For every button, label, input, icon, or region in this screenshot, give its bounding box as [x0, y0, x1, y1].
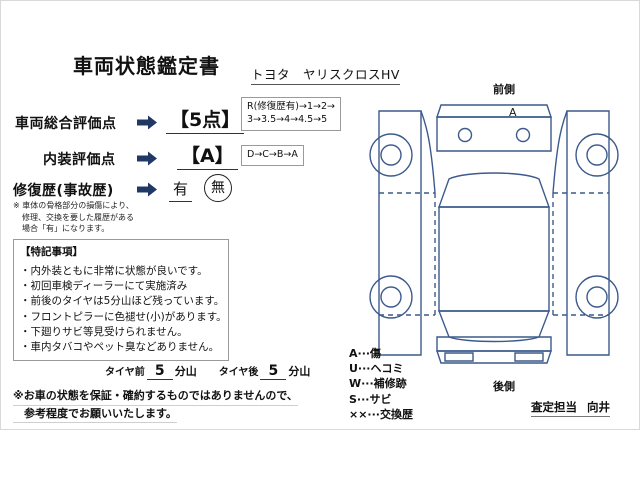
- tire-front-label: タイヤ前: [105, 367, 145, 378]
- total-score-scale-line2: 3→3.5→4→4.5→5: [247, 113, 328, 125]
- repair-footnote-line2: 修理、交換を要した履歴がある: [22, 212, 134, 222]
- repair-footnote-line3: 場合「有」になります。: [22, 224, 110, 234]
- special-notes-list: ・内外装ともに非常に状態が良いです。 ・初回車検ディーラーにて実施済み ・前後の…: [20, 264, 227, 355]
- assessment-details-column: 車両状態鑑定書 トヨタ ヤリスクロスHV 車両総合評価点 【5点】 R(修復歴有…: [1, 1, 400, 431]
- list-item: ・前後のタイヤは5分山ほど残っています。: [20, 295, 225, 308]
- tire-rear-unit: 分山: [288, 365, 311, 378]
- repair-footnote-line1: ※ 車体の骨格部分の損傷により、: [13, 201, 134, 210]
- right-arrow-icon: [137, 182, 157, 197]
- repair-history-label: 修復歴(事故歴): [13, 183, 114, 199]
- damage-mark-a: A: [509, 106, 517, 119]
- list-item: ・内外装ともに非常に状態が良いです。: [20, 265, 208, 277]
- legend-item: U···ヘコミ: [349, 362, 404, 376]
- total-score-scale-line1: R(修復歴有)→1→2→: [247, 101, 335, 112]
- tire-rear-value: 5: [260, 363, 287, 380]
- tire-front-unit: 分山: [174, 365, 197, 378]
- inspection-certificate-sheet: 車両状態鑑定書 トヨタ ヤリスクロスHV 車両総合評価点 【5点】 R(修復歴有…: [0, 0, 640, 430]
- car-diagram-column: 前側: [341, 1, 640, 431]
- legend-item: A···傷: [349, 347, 382, 360]
- interior-score-scale-line1: D→C→B→A: [247, 149, 298, 160]
- assessor-signature: 査定担当向井: [531, 399, 610, 417]
- disclaimer: ※お車の状態を保証・確約するものではありませんので、 参考程度でお願いいたします…: [13, 388, 341, 423]
- repair-history-option-no-selected: 無: [204, 174, 232, 202]
- car-body-diagram: [369, 104, 619, 364]
- assessor-label: 査定担当: [531, 400, 577, 414]
- repair-history-footnote: ※ 車体の骨格部分の損傷により、 修理、交換を要した履歴がある 場合「有」になり…: [13, 200, 228, 235]
- interior-score-label: 内装評価点: [43, 152, 116, 168]
- list-item: ・下廻りサビ等見受けられません。: [20, 325, 188, 338]
- right-arrow-icon: [137, 151, 157, 166]
- disclaimer-line1: ※お車の状態を保証・確約するものではありませんので、: [13, 388, 298, 406]
- legend-item: W···補修跡: [349, 377, 407, 391]
- total-score-label: 車両総合評価点: [15, 116, 117, 132]
- list-item: ・初回車検ディーラーにて実施済み: [20, 280, 188, 293]
- diagram-rear-label: 後側: [493, 380, 515, 393]
- total-score-value: 【5点】: [166, 105, 245, 134]
- special-notes-heading: 【特記事項】: [20, 246, 83, 258]
- vehicle-name: トヨタ ヤリスクロスHV: [251, 64, 400, 85]
- diagram-front-label: 前側: [493, 83, 515, 96]
- list-item: ・フロントピラーに色褪せ(小)があります。: [20, 310, 227, 323]
- tire-front-value: 5: [146, 363, 173, 380]
- interior-score-scale: D→C→B→A: [241, 145, 304, 166]
- page-title: 車両状態鑑定書: [73, 54, 220, 78]
- legend-item: ××···交換歴: [349, 407, 413, 421]
- tire-rear-label: タイヤ後: [218, 367, 259, 378]
- list-item: ・車内タバコやペット臭などありません。: [20, 341, 220, 354]
- right-arrow-icon: [137, 115, 157, 130]
- repair-history-option-yes: 有: [169, 178, 193, 202]
- damage-code-legend: A···傷 U···ヘコミ W···補修跡 S···サビ ××···交換歴: [349, 346, 413, 422]
- special-notes-box: 【特記事項】 ・内外装ともに非常に状態が良いです。 ・初回車検ディーラーにて実施…: [13, 239, 229, 361]
- interior-score-value: 【A】: [177, 141, 238, 170]
- legend-item: S···サビ: [349, 392, 392, 406]
- total-score-scale: R(修復歴有)→1→2→ 3→3.5→4→4.5→5: [241, 97, 341, 131]
- disclaimer-line2: 参考程度でお願いいたします。: [13, 406, 177, 423]
- assessor-name: 向井: [587, 400, 610, 414]
